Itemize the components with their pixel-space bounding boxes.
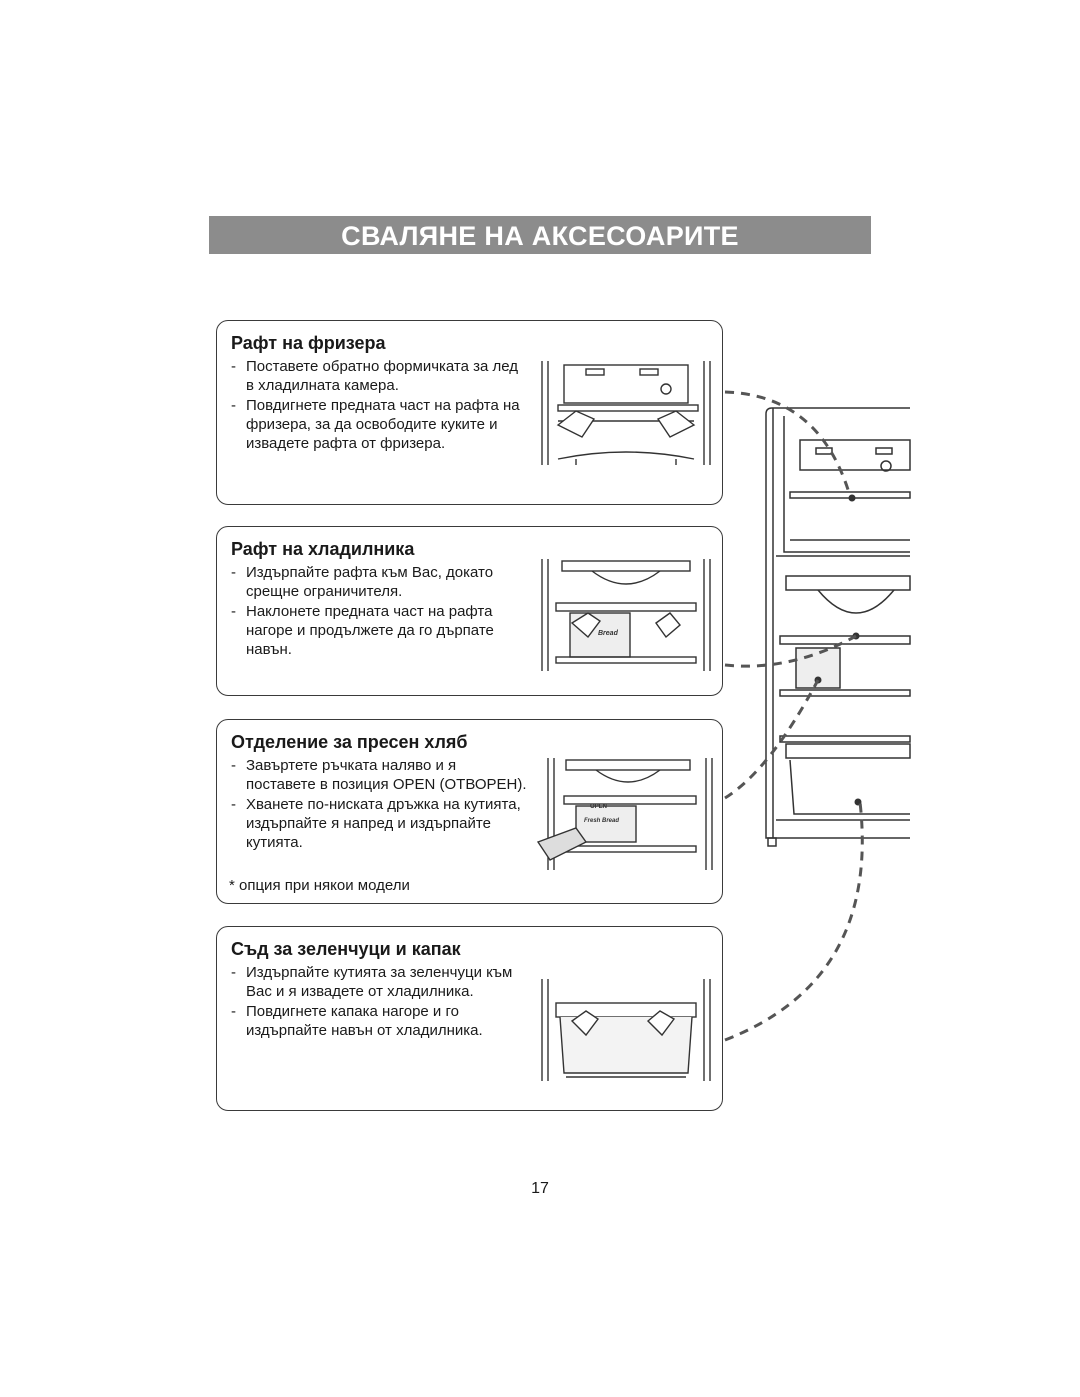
section-fresh-bread: Отделение за пресен хляб Завъртете ръчка…	[216, 719, 723, 904]
list-item: Наклонете предната част на рафта нагоре …	[229, 602, 529, 660]
freezer-shelf-illustration	[541, 361, 711, 465]
instruction-list: Поставете обратно формичката за лед в хл…	[229, 357, 529, 453]
section-vegetable-crisper: Съд за зеленчуци и капак Издърпайте кути…	[216, 926, 723, 1111]
section-heading: Съд за зеленчуци и капак	[231, 939, 461, 959]
section-heading: Рафт на фризера	[231, 333, 386, 353]
footnote: * опция при някои модели	[229, 877, 410, 894]
list-item: Издърпайте кутията за зеленчуци към Вас …	[229, 963, 529, 1002]
instruction-list: Издърпайте рафта към Вас, докато срещне …	[229, 563, 529, 659]
bread-label: Bread	[598, 630, 619, 637]
list-item: Хванете по-ниската дръжка на кутията, из…	[229, 795, 529, 853]
section-fridge-shelf: Рафт на хладилника Издърпайте рафта към …	[216, 526, 723, 696]
instruction-list: Издърпайте кутията за зеленчуци към Вас …	[229, 963, 529, 1040]
fridge-shelf-illustration: Bread	[541, 559, 711, 671]
vegetable-crisper-illustration	[541, 979, 711, 1081]
list-item: Повдигнете предната част на рафта на фри…	[229, 396, 529, 454]
list-item: Завъртете ръчката наляво и я поставете в…	[229, 756, 529, 795]
instruction-list: Завъртете ръчката наляво и я поставете в…	[229, 756, 529, 852]
section-heading: Отделение за пресен хляб	[231, 732, 468, 752]
section-freezer-shelf: Рафт на фризера Поставете обратно формич…	[216, 320, 723, 505]
page-number: 17	[531, 1180, 549, 1197]
list-item: Поставете обратно формичката за лед в хл…	[229, 357, 529, 396]
fresh-bread-label: Fresh Bread	[584, 818, 619, 824]
list-item: Повдигнете капака нагоре и го издърпайте…	[229, 1002, 529, 1041]
page-title: СВАЛЯНЕ НА АКСЕСОАРИТЕ	[209, 216, 871, 254]
list-item: Издърпайте рафта към Вас, докато срещне …	[229, 563, 529, 602]
fresh-bread-illustration: OPEN Fresh Bread	[536, 758, 713, 870]
open-label: OPEN	[590, 804, 607, 810]
section-heading: Рафт на хладилника	[231, 539, 415, 559]
